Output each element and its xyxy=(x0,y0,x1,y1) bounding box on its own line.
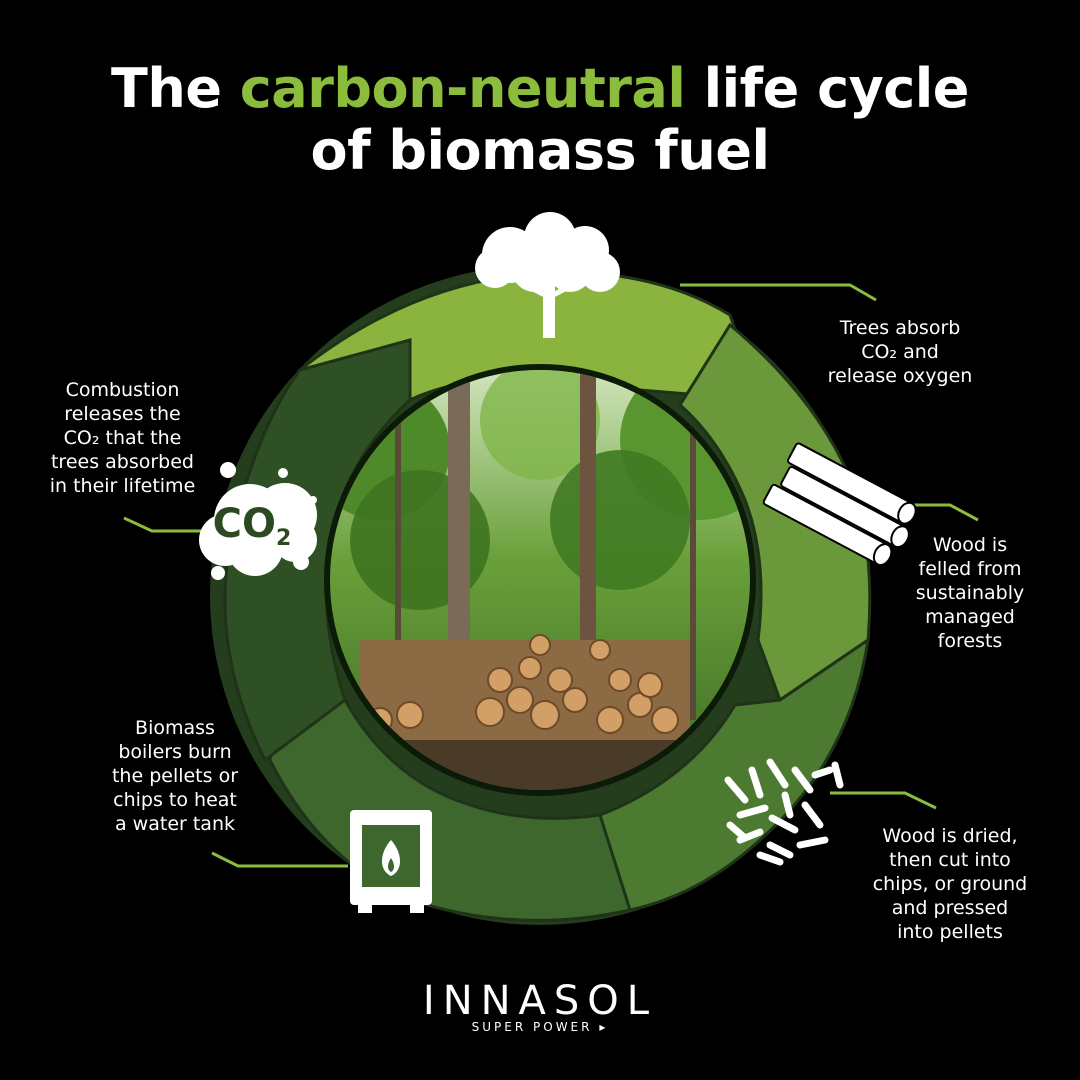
co2-cloud-icon: CO2 xyxy=(199,462,317,580)
title-line-2: of biomass fuel xyxy=(310,119,770,182)
brand-tagline: SUPER POWER ▸ xyxy=(471,1020,609,1034)
pellets-icon xyxy=(724,758,844,866)
page-title: The carbon-neutral life cycle of biomass… xyxy=(0,58,1080,182)
play-arrow-icon: ▸ xyxy=(599,1020,609,1034)
leader-boilers xyxy=(211,851,348,868)
brand-logo: INNASOL xyxy=(422,978,658,1024)
leader-combustion xyxy=(123,516,205,533)
title-highlight: carbon-neutral xyxy=(239,57,686,120)
co2-label: CO2 xyxy=(213,501,292,551)
cycle-arrow-dried xyxy=(542,636,870,912)
tree-icon xyxy=(475,212,620,338)
leader-trees xyxy=(680,283,877,302)
log-pile xyxy=(360,634,690,740)
boiler-icon xyxy=(350,810,432,913)
leader-dried xyxy=(830,791,937,810)
logs-icon xyxy=(762,442,917,567)
forest-photo xyxy=(324,364,756,796)
title-line-1: The carbon-neutral life cycle xyxy=(111,57,969,120)
